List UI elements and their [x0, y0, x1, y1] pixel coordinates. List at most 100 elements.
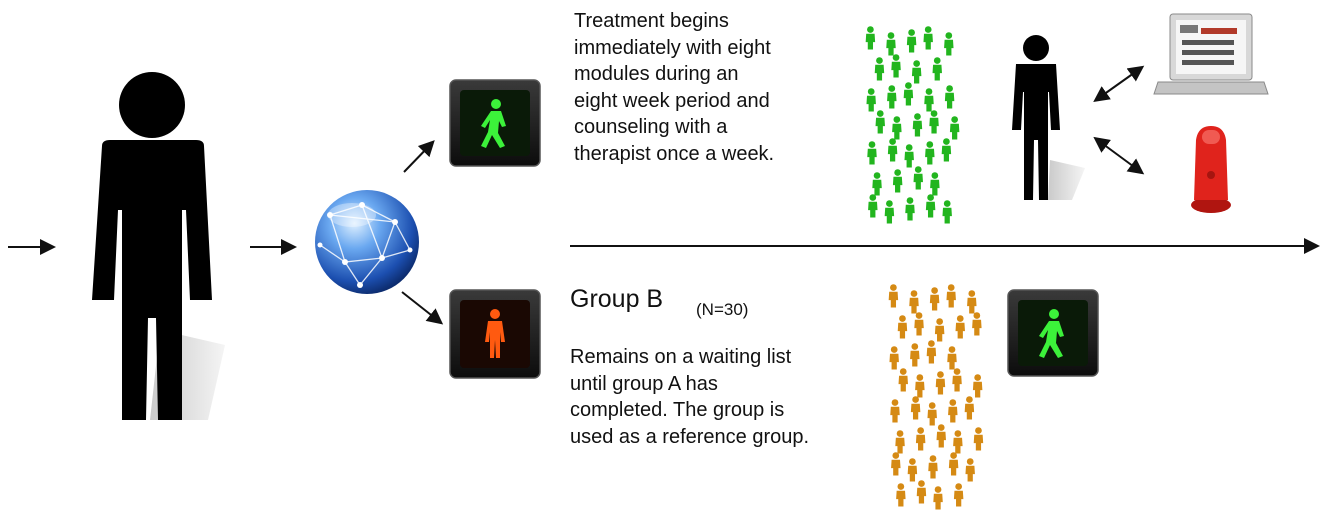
crowd-person-icon	[928, 455, 938, 479]
crowd-person-icon	[867, 141, 877, 165]
crowd-person-icon	[887, 138, 898, 162]
crowd-person-icon	[907, 458, 918, 482]
crowd-person-icon	[913, 166, 923, 190]
crowd-person-icon	[923, 26, 933, 50]
group-b-title: Group B	[570, 285, 664, 313]
crowd-person-icon	[946, 284, 956, 308]
crowd-person-icon	[925, 141, 935, 165]
crowd-person-icon	[888, 284, 899, 308]
crowd-person-icon	[866, 88, 876, 112]
crowd-person-icon	[914, 312, 924, 336]
crowd-person-icon	[932, 57, 942, 81]
crowd-person-icon	[947, 346, 957, 370]
group-b-line: completed. The group is	[570, 399, 785, 421]
crowd-person-icon	[891, 54, 901, 78]
globe-icon	[315, 190, 419, 294]
group-a-line: modules during an	[574, 63, 739, 85]
crowd-person-icon	[948, 452, 959, 476]
group-a-description: Treatment begins immediately with eight …	[574, 8, 864, 167]
crowd-person-icon	[906, 29, 917, 53]
crowd-person-icon	[868, 194, 878, 218]
crowd-person-icon	[972, 374, 983, 398]
laptop-link-arrow	[1093, 65, 1145, 102]
group-a-line: Treatment begins	[574, 10, 729, 32]
crowd-person-icon	[910, 396, 921, 420]
crowd-person-icon	[890, 399, 900, 423]
crowd-person-icon	[933, 486, 943, 510]
crowd-person-icon	[967, 290, 977, 314]
crowd-person-icon	[904, 144, 914, 168]
crowd-person-icon	[948, 399, 958, 423]
stop-signal-icon	[449, 289, 541, 379]
crowd-person-icon	[944, 85, 955, 109]
crowd-person-icon	[905, 197, 915, 221]
crowd-person-icon	[887, 85, 897, 109]
group-b-description: Remains on a waiting list until group A …	[570, 344, 870, 450]
crowd-person-icon	[942, 200, 952, 224]
crowd-person-icon	[973, 427, 984, 451]
crowd-person-icon	[903, 82, 914, 106]
crowd-person-icon	[930, 172, 940, 196]
group-a-people	[865, 26, 960, 224]
crowd-person-icon	[915, 374, 925, 398]
crowd-person-icon	[911, 60, 922, 84]
crowd-person-icon	[934, 318, 945, 342]
crowd-person-icon	[964, 396, 975, 420]
group-b-line: used as a reference group.	[570, 425, 810, 448]
to-group-b-arrow	[401, 291, 444, 325]
group-a-line: eight week period and	[574, 89, 770, 112]
crowd-person-icon	[912, 113, 923, 137]
crowd-person-icon	[896, 483, 906, 507]
crowd-person-icon	[926, 340, 937, 364]
crowd-person-icon	[884, 200, 895, 224]
group-b-line: until group A has	[570, 372, 718, 395]
therapist-icon	[1012, 35, 1085, 200]
group-a-line: therapist once a week.	[574, 142, 775, 165]
crowd-person-icon	[895, 430, 905, 454]
crowd-person-icon	[892, 116, 902, 140]
crowd-person-icon	[915, 427, 926, 451]
walk-signal-icon	[1007, 289, 1099, 377]
crowd-person-icon	[929, 110, 939, 134]
crowd-person-icon	[925, 194, 936, 218]
to-group-a-arrow	[403, 140, 435, 173]
crowd-person-icon	[927, 402, 937, 426]
crowd-person-icon	[874, 57, 885, 81]
crowd-person-icon	[952, 368, 962, 392]
crowd-person-icon	[898, 368, 908, 392]
phone-link-arrow	[1093, 136, 1145, 175]
walk-signal-icon	[449, 79, 541, 167]
laptop-icon	[1153, 13, 1269, 95]
crowd-person-icon	[936, 424, 946, 448]
person-icon	[92, 72, 225, 420]
group-b-n: (N=30)	[696, 300, 749, 319]
crowd-person-icon	[865, 26, 876, 50]
crowd-person-icon	[953, 430, 963, 454]
crowd-person-icon	[872, 172, 882, 196]
crowd-person-icon	[886, 32, 896, 56]
crowd-person-icon	[929, 287, 940, 311]
crowd-person-icon	[941, 138, 952, 162]
crowd-person-icon	[889, 346, 899, 370]
crowd-person-icon	[875, 110, 885, 134]
phone-icon	[1191, 126, 1231, 213]
crowd-person-icon	[924, 88, 934, 112]
crowd-person-icon	[944, 32, 954, 56]
crowd-person-icon	[972, 312, 982, 336]
crowd-person-icon	[897, 315, 908, 339]
group-b-line: Remains on a waiting list	[570, 346, 792, 368]
crowd-person-icon	[891, 452, 901, 476]
group-b-people	[888, 284, 984, 510]
crowd-person-icon	[916, 480, 927, 504]
crowd-person-icon	[949, 116, 960, 140]
crowd-person-icon	[892, 169, 903, 193]
crowd-person-icon	[955, 315, 965, 339]
crowd-person-icon	[910, 343, 920, 367]
group-a-line: counseling with a	[574, 116, 728, 138]
group-a-line: immediately with eight	[574, 36, 771, 59]
crowd-person-icon	[965, 458, 975, 482]
crowd-person-icon	[953, 483, 964, 507]
crowd-person-icon	[909, 290, 919, 314]
crowd-person-icon	[935, 371, 946, 395]
